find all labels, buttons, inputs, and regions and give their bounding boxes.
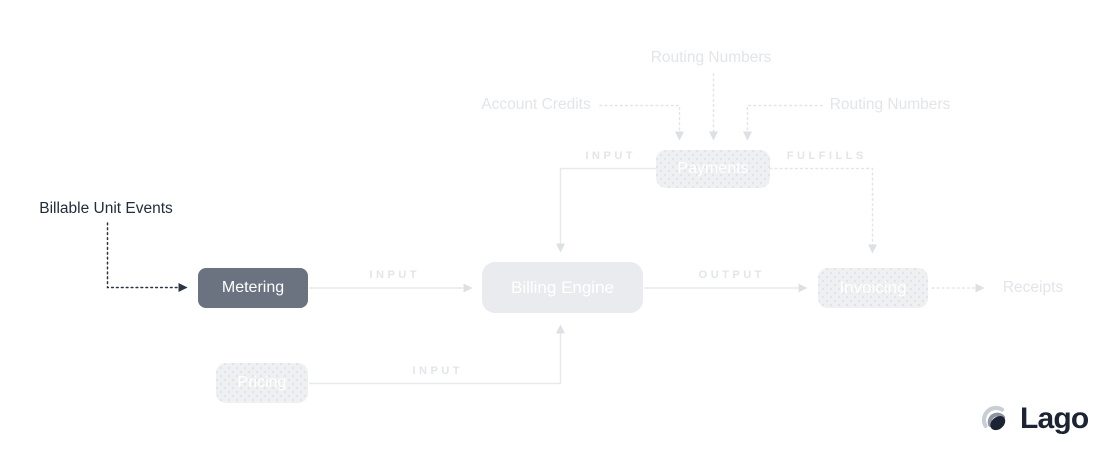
edge-label-fulfills: FULFILLS bbox=[786, 150, 867, 162]
annotation-account-credits: Account Credits bbox=[481, 96, 591, 113]
node-pricing[interactable]: Pricing bbox=[216, 363, 308, 403]
annotation-routing-numbers-top: Routing Numbers bbox=[650, 49, 772, 66]
node-payments[interactable]: Payments bbox=[656, 150, 770, 188]
node-invoicing-label: Invoicing bbox=[839, 278, 907, 297]
lago-logo-text: Lago bbox=[1020, 401, 1089, 435]
edge-label-input-payments: INPUT bbox=[585, 150, 636, 162]
annotation-routing-numbers-right: Routing Numbers bbox=[829, 96, 951, 113]
node-billing-engine[interactable]: Billing Engine bbox=[482, 262, 643, 313]
edge-routing-numbers-right-to-payments bbox=[743, 104, 823, 141]
node-metering[interactable]: Metering bbox=[198, 268, 308, 308]
lago-logo-icon bbox=[981, 405, 1006, 431]
node-invoicing[interactable]: Invoicing bbox=[818, 268, 928, 308]
node-billing-engine-label: Billing Engine bbox=[510, 277, 614, 297]
edge-payments-fulfills-invoicing bbox=[769, 167, 877, 254]
edge-label-input-pricing: INPUT bbox=[412, 365, 463, 377]
node-payments-label: Payments bbox=[677, 160, 749, 177]
annotation-billable-unit-events: Billable Unit Events bbox=[39, 200, 173, 217]
edge-account-credits-to-payments bbox=[599, 104, 684, 141]
edge-payments-to-billing-engine bbox=[556, 167, 656, 253]
edge-pricing-to-billing-engine bbox=[309, 324, 565, 385]
node-pricing-label: Pricing bbox=[237, 374, 287, 391]
annotation-receipts: Receipts bbox=[1002, 279, 1064, 296]
lago-logo: Lago bbox=[980, 401, 1089, 438]
edge-label-output: OUTPUT bbox=[698, 269, 765, 281]
node-metering-label: Metering bbox=[221, 279, 285, 296]
edge-billable-unit-events-to-metering bbox=[106, 222, 188, 292]
edge-label-input-metering: INPUT bbox=[369, 269, 420, 281]
